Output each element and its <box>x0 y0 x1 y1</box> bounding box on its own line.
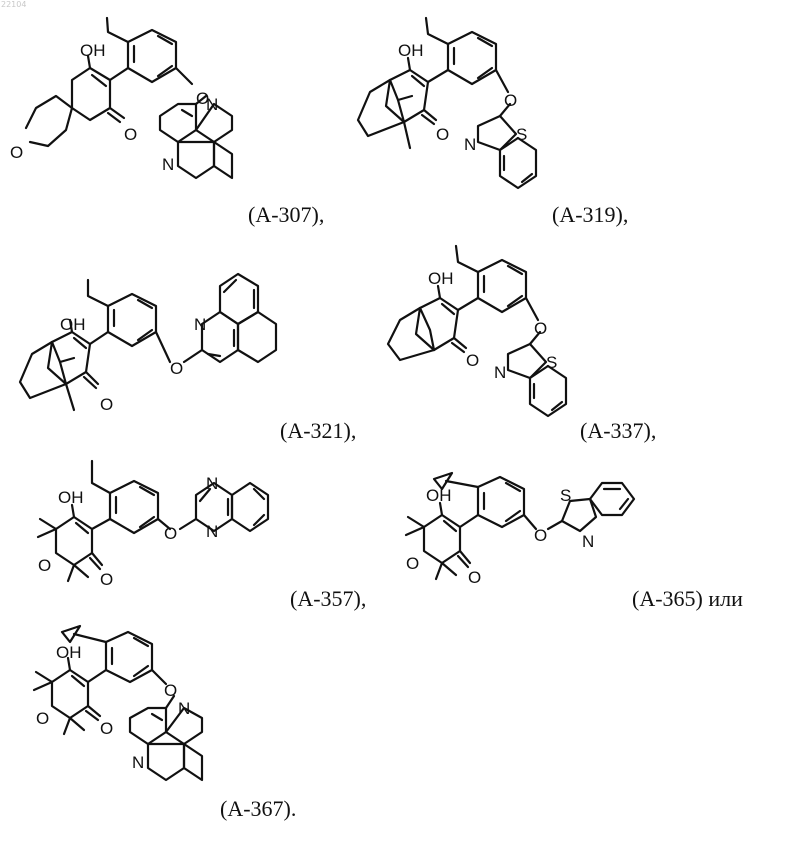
nitrogen-label: N <box>162 155 174 174</box>
ring-oxygen-label: O <box>10 143 23 162</box>
sulfur-label: S <box>546 353 557 372</box>
ketone-oxygen-label: O <box>466 351 479 370</box>
ring-oxygen-label: O <box>406 554 419 573</box>
nitrogen-label: N <box>494 363 506 382</box>
hydroxyl-label: OH <box>398 41 424 60</box>
ether-oxygen-label: O <box>164 681 177 700</box>
ether-oxygen-label: O <box>164 524 177 543</box>
nitrogen-label: N <box>464 135 476 154</box>
ketone-oxygen-label: O <box>436 125 449 144</box>
nitrogen-label: N <box>194 315 206 334</box>
ether-oxygen-label: O <box>534 526 547 545</box>
sulfur-label: S <box>560 486 571 505</box>
compound-label-a307: (A-307), <box>248 202 324 228</box>
nitrogen-label: N <box>178 699 190 718</box>
ketone-oxygen-label: O <box>468 568 481 587</box>
hydroxyl-label: OH <box>428 269 454 288</box>
ketone-oxygen-label: O <box>100 570 113 589</box>
atoms-a319: OH O O S N <box>340 0 600 220</box>
atoms-a321: OH O O N <box>0 250 300 440</box>
ether-oxygen-label: O <box>504 91 517 110</box>
nitrogen-label: N <box>582 532 594 551</box>
ketone-oxygen-label: O <box>124 125 137 144</box>
compound-label-a367: (A-367). <box>220 796 296 822</box>
nitrogen-label: N <box>206 95 218 114</box>
atoms-a365: OH O O O S N <box>390 455 690 595</box>
compound-label-a321: (A-321), <box>280 418 356 444</box>
hydroxyl-label: OH <box>58 488 84 507</box>
atoms-a307: OH O O O N N <box>0 0 300 220</box>
nitrogen-label: N <box>206 522 218 541</box>
atoms-a357: OH O O O N N <box>0 455 300 595</box>
ketone-oxygen-label: O <box>100 719 113 738</box>
sulfur-label: S <box>516 125 527 144</box>
ketone-oxygen-label: O <box>100 395 113 414</box>
hydroxyl-label: OH <box>60 315 86 334</box>
hydroxyl-label: OH <box>80 41 106 60</box>
nitrogen-label: N <box>132 753 144 772</box>
ring-oxygen-label: O <box>36 709 49 728</box>
ether-oxygen-label: O <box>170 359 183 378</box>
compound-label-a319: (A-319), <box>552 202 628 228</box>
hydroxyl-label: OH <box>426 486 452 505</box>
compound-label-a337: (A-337), <box>580 418 656 444</box>
ether-oxygen-label: O <box>534 319 547 338</box>
hydroxyl-label: OH <box>56 643 82 662</box>
ring-oxygen-label: O <box>38 556 51 575</box>
compound-label-a365: (A-365) или <box>632 586 743 612</box>
atoms-a367: OH O O O N N <box>0 620 300 820</box>
compound-label-a357: (A-357), <box>290 586 366 612</box>
atoms-a337: OH O O S N <box>370 240 630 440</box>
nitrogen-label: N <box>206 474 218 493</box>
